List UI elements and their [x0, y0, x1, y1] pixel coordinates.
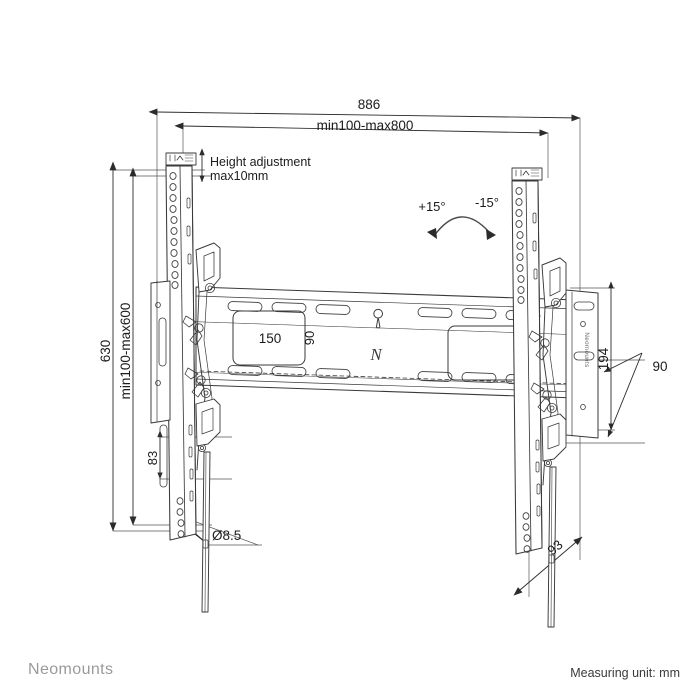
label-depth-mid: 90: [652, 359, 667, 374]
label-overall-height: 630: [98, 340, 113, 363]
annotation-labels: Height adjustment max10mm +15° -15°: [210, 155, 499, 214]
label-tilt-positive: +15°: [418, 199, 445, 214]
right-tilt-assembly: [528, 257, 567, 628]
label-depth-top: 194: [596, 347, 611, 370]
label-height-adjustment-line2: max10mm: [210, 169, 268, 183]
center-rail: [195, 286, 578, 399]
label-depth-bottom: 93: [545, 537, 566, 558]
left-tilt-assembly: [182, 242, 221, 613]
neomounts-n-logo-icon: N: [369, 345, 383, 364]
measuring-unit-note: Measuring unit: mm: [570, 666, 680, 680]
right-display-plate: [565, 289, 599, 439]
left-display-arm: [150, 280, 171, 488]
label-hole-diameter: Ø8.5: [212, 528, 241, 543]
brand-logo: Neomounts: [28, 661, 114, 678]
dim-line-90-depth-b: [607, 352, 643, 438]
bracket-brand-mark: Neomounts: [583, 332, 590, 367]
dim-line-90-depth-a: [603, 352, 643, 373]
label-plate-width: 150: [259, 331, 282, 346]
tilt-indicator: [427, 216, 496, 240]
keyhole-slot: [373, 308, 383, 329]
label-overall-width: 886: [358, 97, 381, 112]
label-width-range: min100-max800: [317, 118, 414, 133]
product-geometry: [150, 152, 599, 628]
left-wall-rail: [165, 152, 197, 541]
dimension-labels: 886 min100-max800 630 min100-max600 83 1…: [98, 97, 668, 558]
label-plate-height: 90: [302, 331, 317, 345]
label-height-adjustment-line1: Height adjustment: [210, 155, 311, 169]
label-height-range: min100-max600: [118, 303, 133, 400]
dim-line-886: [148, 108, 581, 122]
dim-line-width-range: [174, 122, 549, 137]
reference-plate-left: [232, 310, 306, 366]
right-wall-rail: [511, 167, 543, 555]
label-slot-height: 83: [145, 451, 160, 465]
dimension-lines: [109, 108, 643, 596]
label-tilt-negative: -15°: [475, 195, 499, 210]
